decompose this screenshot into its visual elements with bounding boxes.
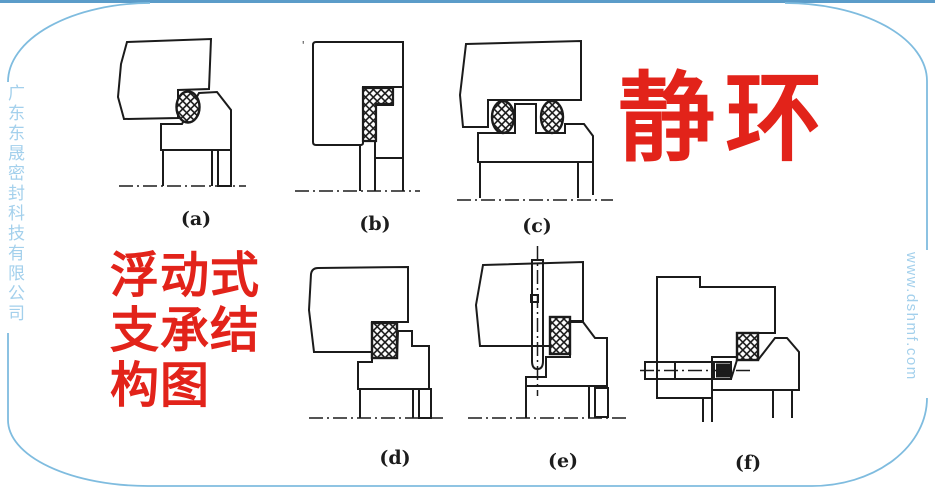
shaft-lines [479,136,594,198]
figure-b-drawing [295,41,420,192]
website-url-vertical: www.dshmf.com [903,252,920,381]
housing-hatched [116,37,213,121]
shaft-step [217,149,232,187]
caption-line-2: 支承结 [110,304,261,358]
figure-a-drawing [116,37,246,187]
figure-c-label: (c) [522,215,552,237]
static-ring-label: 静环 [618,64,832,173]
figure-f-drawing [640,276,800,422]
o-ring-seal-right [539,99,565,135]
border-arcs [7,2,928,487]
square-seal [548,315,572,356]
floating-support-caption: 浮动式 支承结 构图 [110,249,260,414]
seat-hatched [160,90,232,151]
shaft-step [418,388,432,419]
shaft-step [594,387,609,418]
figure-f-label: (f) [734,452,762,474]
square-seal [735,331,760,362]
seat-hatched [477,103,594,163]
figure-e-label: (e) [547,450,579,472]
o-ring-seal-left [490,99,516,135]
shaft-lines [162,150,213,186]
figure-d-label: (d) [379,447,411,469]
caption-line-1: 浮动式 [110,249,261,303]
figure-b-label: (b) [359,213,391,235]
figure-a-label: (a) [180,208,212,230]
square-seal [370,321,399,360]
housing-hatched [312,41,404,146]
o-ring-seal [175,90,201,124]
company-name-vertical: 广东东晟密封科技有限公司 [5,84,24,324]
stray-tick-mark: ' [302,38,305,53]
shaft-lines [359,145,404,191]
figure-e-drawing [468,246,627,419]
figure-c-drawing [457,39,613,201]
housing-hatched [458,39,582,128]
shaft-lines [702,390,793,422]
shaft-lines [525,386,590,418]
angle-seal [361,86,395,143]
figure-d-drawing [307,265,445,419]
caption-line-3: 构图 [110,359,211,413]
shaft-lines [359,389,414,418]
